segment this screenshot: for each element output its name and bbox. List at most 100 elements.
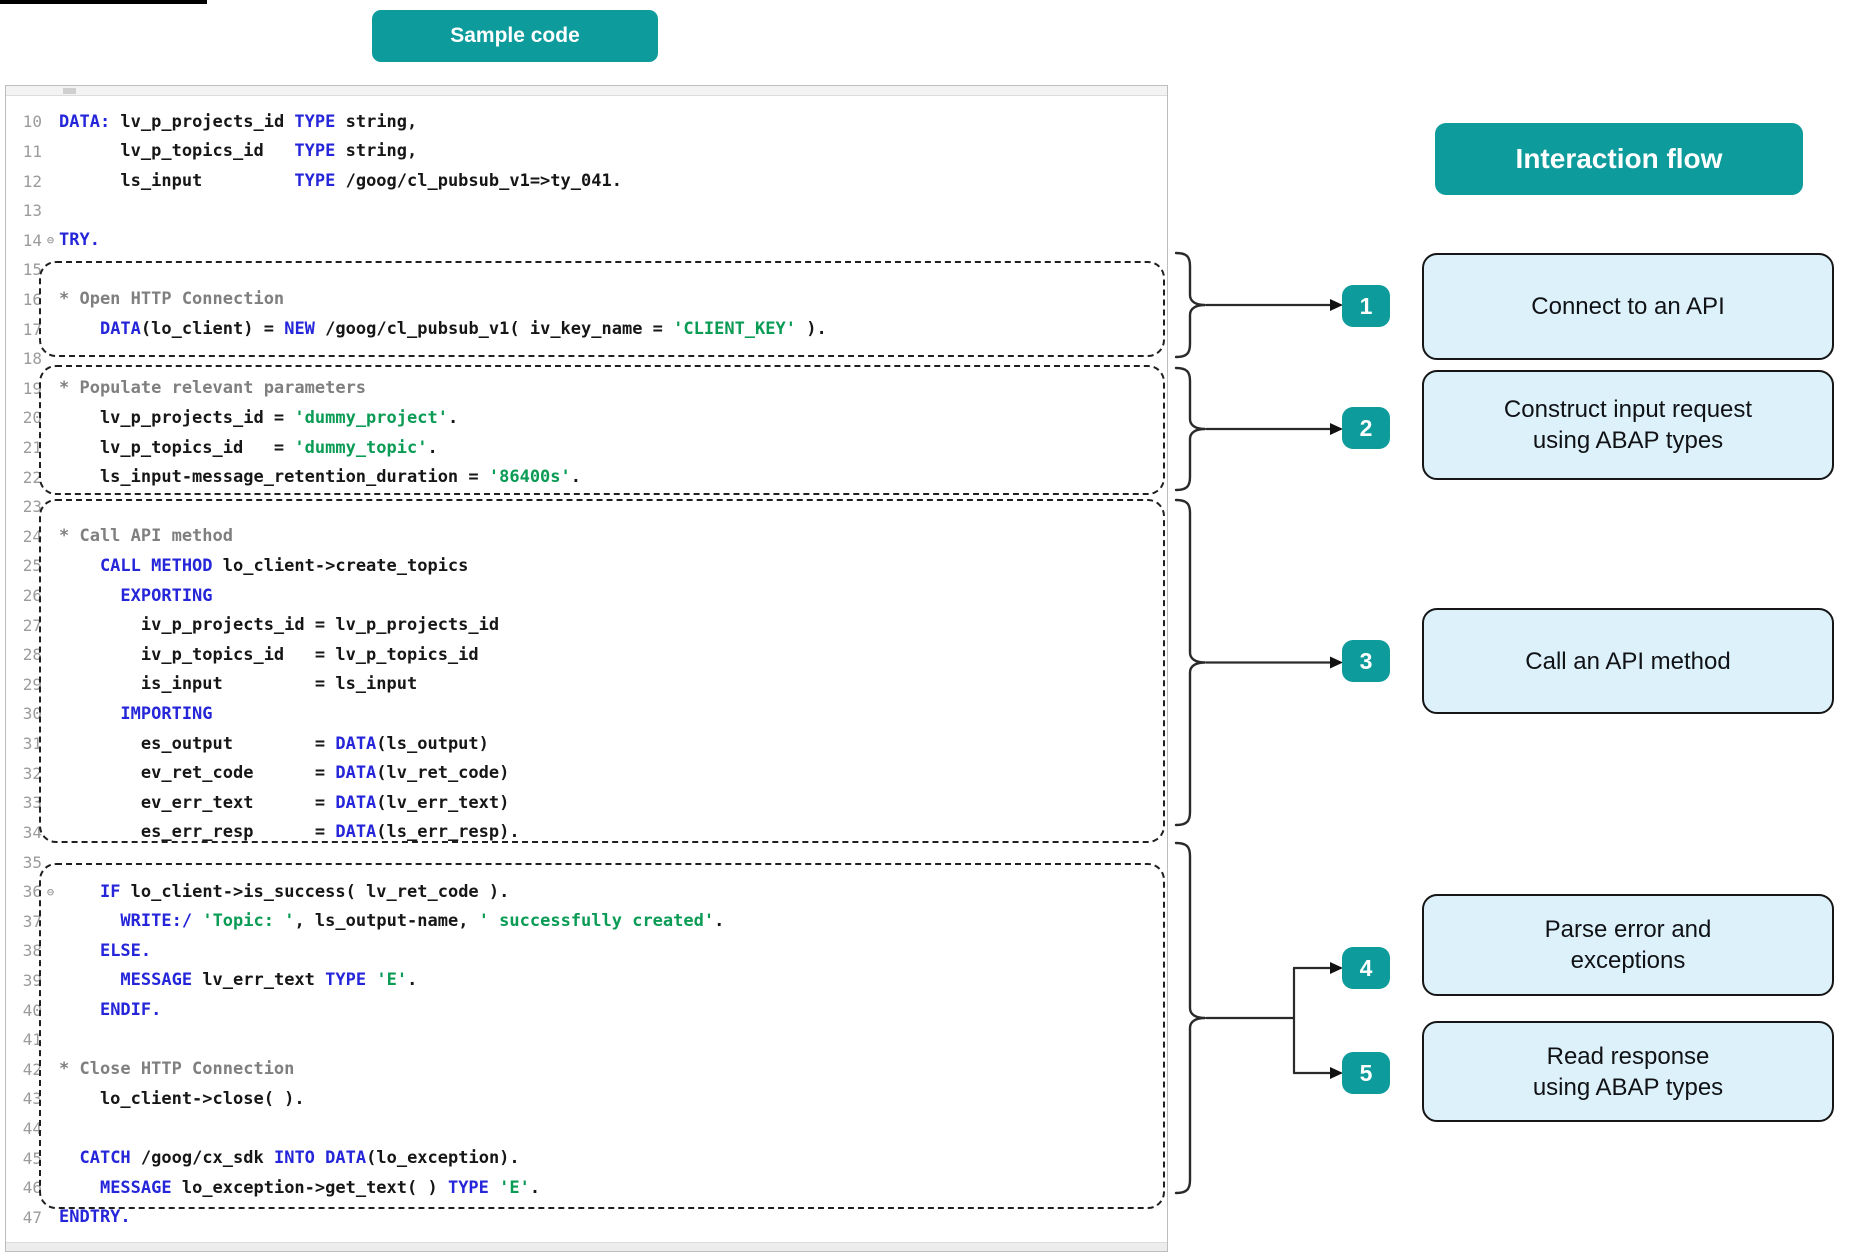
code-text: ENDTRY.	[59, 1207, 131, 1228]
code-line: 29 is_input = ls_input	[6, 670, 1167, 700]
code-text: lv_p_projects_id = 'dummy_project'.	[59, 407, 459, 428]
line-number: 15	[22, 260, 42, 280]
code-text: lv_p_topics_id = 'dummy_topic'.	[59, 437, 438, 458]
code-text: WRITE:/ 'Topic: ', ls_output-name, ' suc…	[120, 911, 725, 932]
line-number: 18	[22, 349, 42, 369]
line-number: 43	[22, 1089, 42, 1109]
fold-collapse-icon[interactable]: ⊖	[46, 233, 55, 248]
code-line: 43 lo_client->close( ).	[6, 1084, 1167, 1114]
code-text: * Close HTTP Connection	[59, 1059, 295, 1080]
line-number: 31	[22, 734, 42, 754]
code-text: IF lo_client->is_success( lv_ret_code ).	[99, 881, 510, 902]
flow-step-number-5: 5	[1342, 1052, 1390, 1094]
line-number: 22	[22, 467, 42, 487]
code-line: 22 ls_input-message_retention_duration =…	[6, 462, 1167, 492]
flow-step-number-2: 2	[1342, 407, 1390, 449]
code-text: iv_p_topics_id = lv_p_topics_id	[59, 644, 479, 665]
code-line: 45 CATCH /goog/cx_sdk INTO DATA(lo_excep…	[6, 1143, 1167, 1173]
code-line: 30 IMPORTING	[6, 699, 1167, 729]
code-text: lv_p_topics_id TYPE string,	[59, 141, 418, 162]
code-text: CALL METHOD lo_client->create_topics	[59, 555, 469, 576]
flow-step-label: Connect to an API	[1531, 293, 1725, 320]
line-number: 38	[22, 941, 42, 961]
line-number: 32	[22, 763, 42, 783]
code-line: 42 * Close HTTP Connection	[6, 1055, 1167, 1085]
code-text: ev_err_text = DATA(lv_err_text)	[59, 792, 510, 813]
line-number: 39	[22, 970, 42, 990]
line-number: 35	[22, 852, 42, 872]
code-line: 24* Call API method	[6, 522, 1167, 552]
flow-step-label: Read response	[1546, 1042, 1710, 1070]
line-number: 17	[22, 319, 42, 339]
fold-collapse-icon[interactable]: ⊖	[46, 884, 55, 899]
code-text: EXPORTING	[59, 585, 213, 606]
line-number: 40	[22, 1000, 42, 1020]
code-line: 19 * Populate relevant parameters	[6, 373, 1167, 403]
code-line: 38 ELSE.	[6, 936, 1167, 966]
code-text: * Call API method	[59, 526, 233, 547]
line-number: 25	[22, 556, 42, 576]
code-text: DATA: lv_p_projects_id TYPE string,	[59, 111, 418, 132]
editor-scrollbar-bottom[interactable]	[6, 1242, 1167, 1251]
line-number: 14	[22, 230, 42, 250]
line-number: 29	[22, 674, 42, 694]
code-line: 16* Open HTTP Connection	[6, 285, 1167, 315]
stray-underline	[0, 0, 207, 4]
line-number: 33	[22, 793, 42, 813]
code-text: MESSAGE lo_exception->get_text( ) TYPE '…	[99, 1177, 541, 1198]
flow-step-label: Call an API method	[1525, 647, 1731, 675]
flow-step-box-3: Call an API method	[1422, 608, 1834, 714]
line-number: 16	[22, 289, 42, 309]
line-number: 47	[22, 1207, 42, 1227]
line-number: 21	[22, 438, 42, 457]
line-number: 27	[22, 615, 42, 635]
line-number: 11	[22, 141, 42, 161]
code-line: 26 EXPORTING	[6, 581, 1167, 611]
line-number: 37	[22, 911, 42, 931]
code-text: lo_client->close( ).	[59, 1088, 305, 1109]
code-text: ls_input-message_retention_duration = '8…	[59, 467, 582, 488]
scrollbar-knob[interactable]	[63, 88, 76, 94]
line-number: 46	[22, 1178, 42, 1198]
flow-step-label: Construct input request	[1503, 396, 1753, 423]
editor-scrollbar-top[interactable]	[6, 86, 1167, 96]
code-line: 11 lv_p_topics_id TYPE string,	[6, 137, 1167, 167]
line-number: 42	[22, 1059, 42, 1079]
code-text: ELSE.	[99, 940, 152, 961]
code-line: 20 lv_p_projects_id = 'dummy_project'.	[6, 403, 1167, 433]
code-line: 17 DATA(lo_client) = NEW /goog/cl_pubsub…	[6, 314, 1167, 344]
line-number: 41	[22, 1030, 42, 1050]
code-line: 36 ⊖ IF lo_client->is_success( lv_ret_cod…	[6, 877, 1167, 907]
code-line: 41	[6, 1025, 1167, 1055]
line-number: 34	[22, 822, 42, 842]
flow-step-number-1: 1	[1342, 285, 1390, 327]
code-text: ev_ret_code = DATA(lv_ret_code)	[59, 763, 510, 784]
line-number: 44	[22, 1119, 42, 1139]
sample-code-header: Sample code	[372, 10, 658, 62]
code-text: iv_p_projects_id = lv_p_projects_id	[59, 615, 500, 636]
line-number: 45	[22, 1148, 42, 1168]
code-text: * Populate relevant parameters	[59, 378, 367, 399]
flow-step-label: exceptions	[1570, 947, 1686, 974]
code-text: MESSAGE lv_err_text TYPE 'E'.	[120, 970, 418, 991]
code-line: 28 iv_p_topics_id = lv_p_topics_id	[6, 640, 1167, 670]
line-number: 13	[22, 201, 42, 221]
line-number: 19	[22, 378, 42, 398]
flow-step-number-4: 4	[1342, 947, 1390, 989]
line-number: 30	[22, 704, 42, 724]
line-number: 23	[22, 497, 42, 517]
code-line: 44	[6, 1114, 1167, 1144]
code-line: 27 iv_p_projects_id = lv_p_projects_id	[6, 610, 1167, 640]
line-number: 36	[22, 882, 42, 902]
code-line: 40 ENDIF.	[6, 995, 1167, 1025]
flow-step-box-1: Connect to an API	[1422, 253, 1834, 360]
code-line: 32 ev_ret_code = DATA(lv_ret_code)	[6, 758, 1167, 788]
code-text: is_input = ls_input	[59, 674, 418, 695]
code-text: DATA(lo_client) = NEW /goog/cl_pubsub_v1…	[99, 319, 827, 340]
